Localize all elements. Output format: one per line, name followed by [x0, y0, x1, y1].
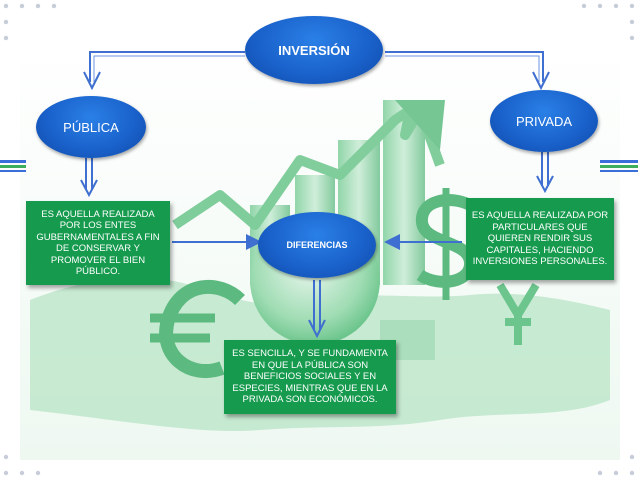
node-privada: PRIVADA: [490, 90, 598, 152]
diferencias-description-text: ES SENCILLA, Y SE FUNDAMENTA EN QUE LA P…: [232, 348, 388, 406]
node-diferencias-label: DIFERENCIAS: [286, 240, 348, 250]
privada-description-text: ES AQUELLA REALIZADA POR PARTICULARES QU…: [471, 210, 609, 268]
dotted-border: [3, 3, 635, 476]
privada-description-box: ES AQUELLA REALIZADA POR PARTICULARES QU…: [466, 198, 614, 280]
right-side-stripes: [600, 160, 638, 172]
publica-description-box: ES AQUELLA REALIZADA POR LOS ENTES GUBER…: [26, 201, 170, 285]
node-privada-label: PRIVADA: [515, 113, 573, 129]
publica-description-text: ES AQUELLA REALIZADA POR LOS ENTES GUBER…: [36, 208, 160, 278]
yen-symbol-illustration: [496, 282, 540, 345]
node-inversion-label: INVERSIÓN: [278, 42, 350, 58]
left-side-stripes: [0, 160, 26, 172]
node-diferencias: DIFERENCIAS: [258, 212, 376, 278]
diferencias-description-box: ES SENCILLA, Y SE FUNDAMENTA EN QUE LA P…: [224, 340, 396, 414]
node-inversion: INVERSIÓN: [245, 16, 383, 84]
node-publica-label: PÚBLICA: [63, 119, 119, 135]
node-publica: PÚBLICA: [36, 96, 146, 158]
